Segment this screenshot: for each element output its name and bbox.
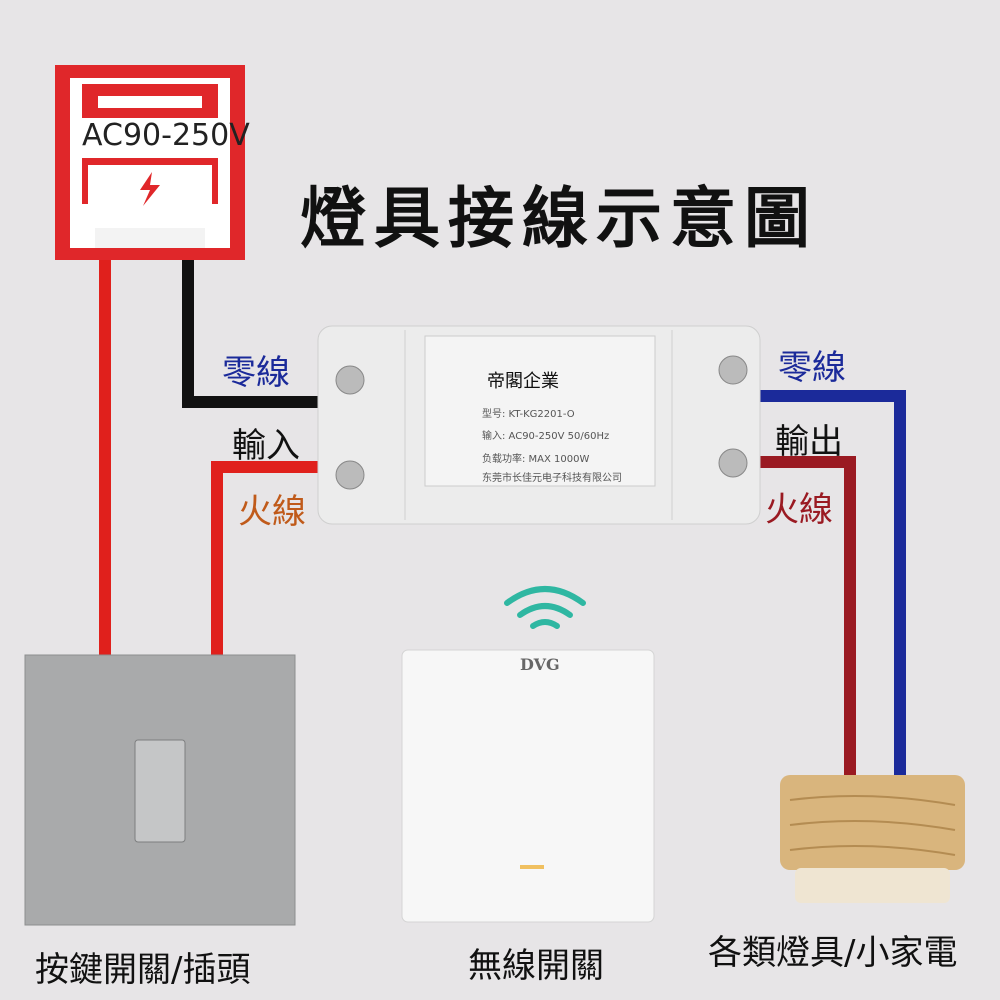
- live-wire-output: [752, 456, 856, 780]
- lamp-caption: 各類燈具/小家電: [708, 933, 958, 973]
- diagram-title: 燈具接線示意圖: [300, 179, 818, 257]
- right-live-label: 火線: [765, 490, 833, 530]
- power-meter-box: [55, 65, 245, 260]
- relay-module: [317, 325, 761, 525]
- terminal-screw-neutral-out: [718, 355, 748, 385]
- push-switch: [24, 654, 296, 926]
- module-model: 型号: KT-KG2201-O: [482, 409, 575, 420]
- live-wire-switch: [211, 461, 330, 660]
- neutral-wire-output: [752, 390, 906, 780]
- lightning-bolt-icon: [140, 172, 160, 206]
- terminal-screw-live-in: [335, 460, 365, 490]
- wifi-signal-icon: [504, 586, 586, 629]
- left-live-label: 火線: [238, 492, 306, 532]
- left-neutral-label: 零線: [222, 353, 290, 393]
- lamp: [780, 775, 965, 903]
- terminal-screw-neutral-in: [335, 365, 365, 395]
- voltage-label: AC90-250V: [82, 118, 250, 153]
- module-load: 负载功率: MAX 1000W: [482, 454, 590, 465]
- module-input-spec: 输入: AC90-250V 50/60Hz: [482, 431, 610, 442]
- left-input-label: 輸入: [232, 426, 300, 466]
- right-output-label: 輸出: [775, 422, 843, 462]
- module-maker: 东莞市长佳元电子科技有限公司: [482, 473, 622, 484]
- right-neutral-label: 零線: [778, 348, 846, 388]
- push-switch-caption: 按鍵開關/插頭: [35, 950, 251, 990]
- wireless-switch: [401, 586, 655, 923]
- switch-logo: DVG: [520, 655, 560, 674]
- neutral-wire-input: [182, 255, 330, 408]
- module-brand: 帝閣企業: [487, 371, 559, 392]
- wireless-switch-caption: 無線開關: [468, 946, 604, 986]
- terminal-screw-live-out: [718, 448, 748, 478]
